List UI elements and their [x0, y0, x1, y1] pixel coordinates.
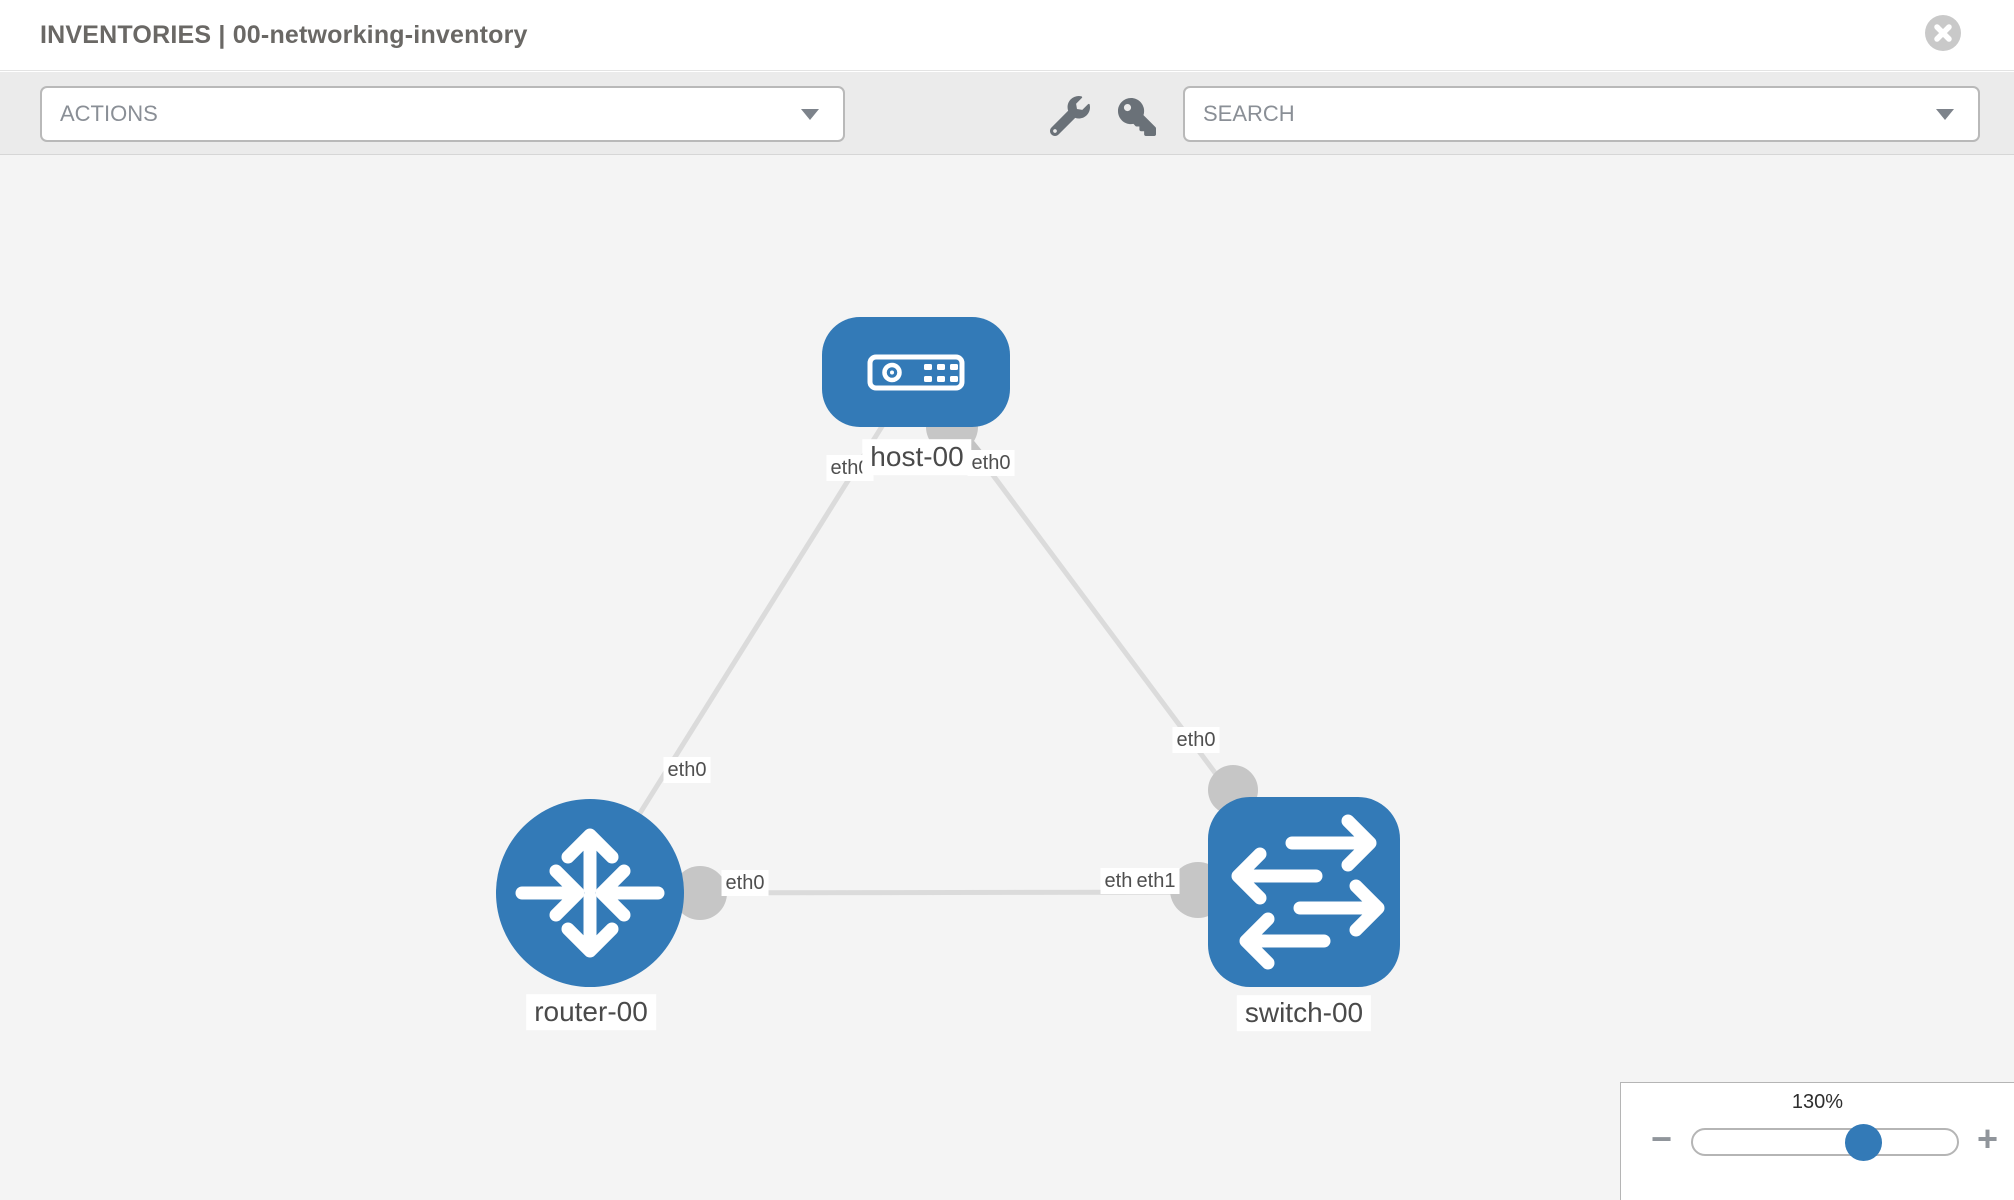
- zoom-panel: 130% − +: [1620, 1082, 2014, 1200]
- interface-connector-router[interactable]: [673, 866, 727, 920]
- router-icon: [515, 828, 665, 958]
- key-icon[interactable]: [1118, 98, 1156, 136]
- interface-label-eth0: eth0: [1172, 727, 1220, 753]
- host-icon: [867, 354, 965, 391]
- search-dropdown-label: SEARCH: [1203, 101, 1295, 126]
- close-icon: [1934, 24, 1952, 42]
- zoom-out-button[interactable]: −: [1651, 1118, 1673, 1159]
- chevron-down-icon: [801, 109, 819, 120]
- close-button[interactable]: [1925, 15, 1961, 51]
- interface-label-eth1: eth1: [1132, 868, 1180, 894]
- interface-label-eth0: eth0: [967, 450, 1015, 476]
- node-label-switch: switch-00: [1236, 995, 1372, 1031]
- node-label-router: router-00: [526, 994, 656, 1030]
- chevron-down-icon: [1936, 109, 1954, 120]
- topology-svg: [496, 317, 1400, 987]
- node-switch-00[interactable]: [1208, 797, 1400, 987]
- interface-label-eth0: eth0: [663, 757, 711, 783]
- toolbar: ACTIONS SEARCH: [0, 72, 2014, 155]
- actions-dropdown[interactable]: ACTIONS: [40, 86, 845, 142]
- header: INVENTORIES | 00-networking-inventory: [0, 0, 2014, 71]
- zoom-level-label: 130%: [1791, 1091, 1844, 1113]
- zoom-slider-track[interactable]: [1691, 1128, 1959, 1156]
- interface-label-eth0: eth0: [721, 870, 769, 896]
- node-label-host: host-00: [862, 439, 972, 475]
- page-title: INVENTORIES | 00-networking-inventory: [40, 20, 528, 49]
- topology-canvas[interactable]: eth0 eth0 eth0 eth0 eth0 eth0 eth1 host-…: [0, 155, 2014, 1200]
- wrench-icon[interactable]: [1049, 96, 1090, 137]
- switch-icon: [1231, 814, 1385, 970]
- node-router-00[interactable]: [496, 799, 684, 987]
- node-host-00[interactable]: [822, 317, 1010, 427]
- actions-dropdown-label: ACTIONS: [60, 101, 158, 126]
- zoom-in-button[interactable]: +: [1976, 1118, 1998, 1159]
- zoom-slider-handle[interactable]: [1845, 1124, 1882, 1161]
- search-dropdown[interactable]: SEARCH: [1183, 86, 1980, 142]
